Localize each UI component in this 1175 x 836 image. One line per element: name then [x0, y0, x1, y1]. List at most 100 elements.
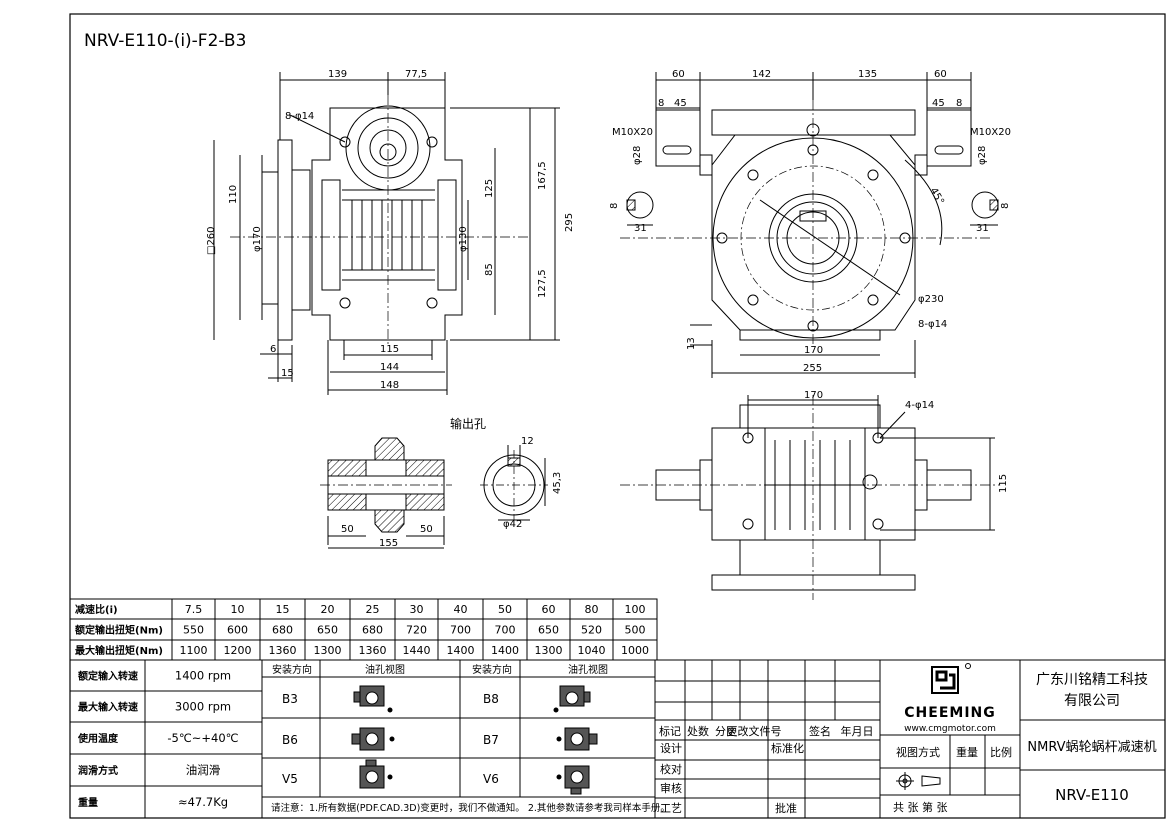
- dim-45-right: 45: [932, 98, 945, 109]
- dim-key-8-left: 8: [609, 203, 620, 209]
- revision-header: 签名: [809, 724, 831, 738]
- spec-cell: 7.5: [185, 603, 203, 616]
- dim-8-right: 8: [956, 98, 962, 109]
- dim-6: 6: [270, 344, 276, 355]
- dim-127-5: 127,5: [537, 269, 548, 298]
- dim-15: 15: [281, 368, 294, 379]
- side-view-dims: 139 77,5 8-φ14 110 □260 φ170 125 167,5 2…: [206, 69, 575, 391]
- dim-bore-155: 155: [379, 538, 398, 549]
- spec-cell: 1040: [578, 644, 606, 657]
- mount-header-dir-right: 安装方向: [472, 663, 512, 676]
- revision-header: 分区: [715, 725, 737, 738]
- mount-left-1: B6: [282, 733, 298, 747]
- spec-cell: 1360: [269, 644, 297, 657]
- mount-left-2: V5: [282, 772, 298, 786]
- dim-45-deg: 45°: [927, 186, 945, 207]
- product-name: NMRV蜗轮蜗杆减速机: [1027, 739, 1156, 755]
- spec-cell: 20: [321, 603, 335, 616]
- info-value: -5℃~+40℃: [167, 731, 238, 745]
- dim-phi28-right: φ28: [977, 146, 988, 165]
- dim-bore-50-right: 50: [420, 524, 433, 535]
- revision-header: 处数: [687, 725, 709, 738]
- spec-cell: 40: [454, 603, 468, 616]
- spec-cell: 600: [227, 624, 248, 637]
- dim-170: φ170: [252, 226, 263, 252]
- spec-cell: 60: [542, 603, 556, 616]
- info-label: 使用温度: [77, 732, 119, 745]
- info-label: 额定输入转速: [78, 670, 138, 683]
- tb-row-check: 校对: [660, 762, 682, 776]
- tb-scale: 比例: [990, 745, 1012, 759]
- bore-view: [320, 437, 548, 549]
- dim-148: 148: [380, 380, 399, 391]
- dim-130: φ130: [458, 226, 469, 252]
- spec-cell: 500: [625, 624, 646, 637]
- tb-standardize: 标准化: [771, 741, 804, 755]
- spec-cell: 650: [317, 624, 338, 637]
- dim-31-left: 31: [634, 223, 647, 234]
- tb-row-audit: 审核: [660, 781, 682, 795]
- company-name-2: 有限公司: [1064, 693, 1120, 709]
- spec-cell: 1400: [447, 644, 475, 657]
- tb-sheet-of: 共 张 第 张: [893, 800, 948, 814]
- spec-cell: 15: [276, 603, 290, 616]
- dim-115: 115: [380, 344, 399, 355]
- model-number: NRV-E110: [1055, 786, 1129, 804]
- dim-m10-left: M10X20: [612, 127, 653, 138]
- spec-cell: 50: [498, 603, 512, 616]
- bore-view-dims: 输出孔 50 50 155 12 45,3 φ42: [341, 416, 563, 549]
- dim-170-front: 170: [804, 345, 823, 356]
- revision-header: 更改文件号: [727, 724, 782, 738]
- dim-top-115: 115: [998, 474, 1009, 493]
- tb-row-process: 工艺: [660, 802, 682, 815]
- dim-167-5: 167,5: [537, 161, 548, 190]
- dim-110: 110: [228, 185, 239, 204]
- spec-cell: 550: [183, 624, 204, 637]
- dim-85: 85: [484, 263, 495, 276]
- company-logo: CHEEMING www.cmgmotor.com: [904, 663, 996, 734]
- info-table: [70, 660, 263, 818]
- sheet-border: [69, 13, 1166, 819]
- dim-bore-45-3: 45,3: [552, 472, 563, 494]
- dim-top-170: 170: [804, 390, 823, 401]
- spec-cell: 520: [581, 624, 602, 637]
- spec-cell: 700: [495, 624, 516, 637]
- spec-cell: 30: [410, 603, 424, 616]
- info-value: 3000 rpm: [175, 700, 231, 714]
- mount-right-1: B7: [483, 733, 499, 747]
- mount-right-2: V6: [483, 772, 499, 786]
- spec-cell: 1300: [535, 644, 563, 657]
- dim-top-4-phi14: 4-φ14: [905, 400, 934, 411]
- mount-right-0: B8: [483, 692, 499, 706]
- dim-key-8-right: 8: [1000, 203, 1011, 209]
- mount-header-dir-left: 安装方向: [272, 663, 312, 676]
- dim-295: 295: [564, 213, 575, 232]
- dim-phi230: φ230: [918, 294, 944, 305]
- spec-cell: 650: [538, 624, 559, 637]
- dim-142: 142: [752, 69, 771, 80]
- info-value: 油润滑: [186, 763, 221, 777]
- projection-icon: [896, 772, 941, 790]
- mount-header-view-right: 油孔视图: [568, 663, 608, 676]
- mounting-icons: [351, 685, 598, 795]
- tb-weight: 重量: [956, 745, 978, 759]
- dim-77-5: 77,5: [405, 69, 427, 80]
- dim-bore-12: 12: [521, 436, 534, 447]
- mount-left-0: B3: [282, 692, 298, 706]
- tb-approve: 批准: [775, 801, 797, 815]
- dim-144: 144: [380, 362, 399, 373]
- top-view-dims: 170 4-φ14 115: [804, 390, 1009, 493]
- info-label: 重量: [78, 796, 98, 809]
- spec-row-label: 最大输出扭矩(Nm): [75, 644, 163, 657]
- front-view: [620, 72, 999, 378]
- spec-row-label: 减速比(i): [75, 603, 118, 616]
- spec-cell: 25: [366, 603, 380, 616]
- mount-note: 请注意：1.所有数据(PDF.CAD.3D)变更时，我们不做通知。 2.其他参数…: [271, 802, 670, 814]
- spec-cell: 1400: [491, 644, 519, 657]
- mount-header-view-left: 油孔视图: [365, 663, 405, 676]
- mounting-table: [262, 660, 656, 818]
- spec-cell: 1300: [314, 644, 342, 657]
